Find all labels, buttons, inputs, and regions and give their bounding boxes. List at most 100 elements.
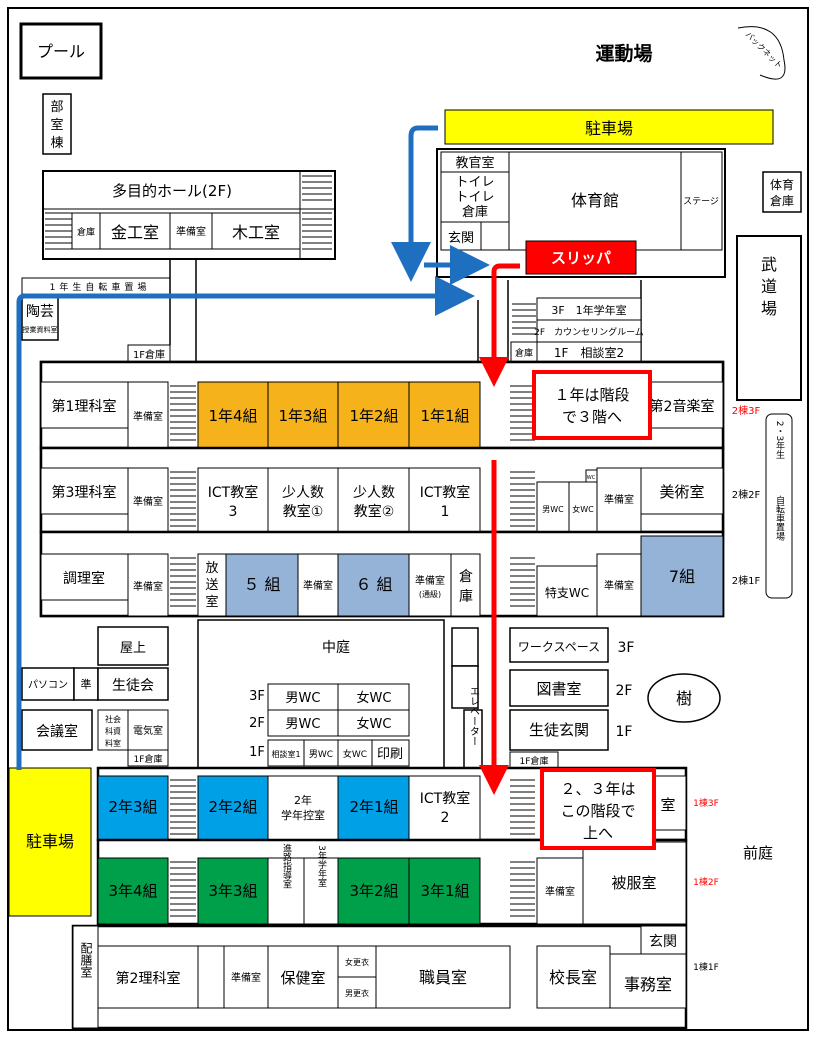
svg-text:室: 室 (660, 796, 675, 814)
svg-text:男WC: 男WC (286, 717, 321, 732)
svg-text:トイレ: トイレ (455, 190, 494, 205)
svg-text:ステージ: ステージ (683, 196, 719, 207)
svg-text:WC: WC (587, 475, 596, 481)
svg-text:女WC: 女WC (572, 504, 594, 514)
class-1-4 (197, 381, 269, 449)
svg-text:1F: 1F (249, 745, 265, 760)
svg-text:準備室: 準備室 (545, 885, 575, 898)
parking-top: 駐車場 (444, 109, 774, 145)
svg-text:準備室: 準備室 (604, 579, 634, 592)
svg-text:体育館: 体育館 (571, 191, 619, 210)
svg-text:1: 1 (441, 504, 450, 520)
svg-text:第2音楽室: 第2音楽室 (650, 398, 715, 415)
library-column: ワークスペース 3F 図書室 2F 生徒玄関 1F 1F倉庫 (509, 627, 635, 769)
parking-left: 駐車場 (8, 767, 92, 917)
svg-text:2年: 2年 (294, 793, 312, 807)
route-arrow-red-top (479, 263, 520, 387)
gym-complex: 教官室 トイレ トイレ 倉庫 玄関 体育館 ステージ (436, 148, 726, 278)
class-7 (640, 535, 724, 617)
svg-text:倉庫: 倉庫 (515, 347, 533, 359)
svg-text:倉庫: 倉庫 (462, 205, 488, 220)
svg-text:被服室: 被服室 (611, 874, 656, 892)
front-yard-label: 前庭 (743, 844, 773, 862)
svg-text:3F: 3F (618, 640, 635, 656)
svg-text:2・3年生: 2・3年生 (774, 421, 785, 459)
svg-text:２、３年は: ２、３年は (560, 780, 635, 798)
svg-text:3年3組: 3年3組 (208, 882, 257, 900)
b2-2f: 第3理科室 準備室 ICT教室 3 少人数 教室① 少人数 教室② ICT教室 … (39, 446, 725, 534)
grade1-room-stack: 3F 1年学年室 2F カウンセリングルーム 倉庫 1F 相談室2 (510, 297, 644, 363)
svg-text:準: 準 (81, 677, 92, 691)
svg-text:体育: 体育 (770, 177, 794, 192)
class-3-3 (197, 857, 269, 925)
svg-text:3年1組: 3年1組 (420, 882, 469, 900)
svg-text:3年学年室: 3年学年室 (316, 845, 327, 887)
class-1-1 (408, 381, 481, 449)
svg-text:電気室: 電気室 (133, 724, 163, 737)
svg-text:学年控室: 学年控室 (281, 808, 325, 822)
map-border (7, 7, 809, 1031)
svg-text:武: 武 (761, 255, 777, 274)
svg-text:進路指導室: 進路指導室 (281, 842, 292, 888)
student-council-block: パソコン 準 生徒会 (21, 667, 169, 701)
svg-text:男WC: 男WC (286, 691, 321, 706)
svg-text:エレベーター: エレベーター (468, 686, 480, 746)
svg-text:駐車場: 駐車場 (26, 832, 74, 851)
dojo: 武 道 場 (736, 235, 802, 401)
svg-text:2F: 2F (616, 683, 633, 699)
svg-text:６ 組: ６ 組 (355, 575, 392, 594)
svg-text:ICT教室: ICT教室 (208, 484, 258, 501)
svg-text:倉: 倉 (459, 569, 473, 585)
svg-text:調理室: 調理室 (63, 570, 105, 587)
svg-text:会議室: 会議室 (36, 723, 78, 740)
svg-text:女更衣: 女更衣 (345, 957, 369, 967)
svg-text:少人数: 少人数 (282, 485, 324, 501)
svg-text:駐車場: 駐車場 (585, 119, 633, 138)
svg-text:教室②: 教室② (354, 503, 395, 520)
courtyard: 中庭 3F 男WC 女WC 2F 男WC 女WC 1F 相談室1 男WC 女WC… (197, 619, 445, 771)
svg-text:3年4組: 3年4組 (108, 882, 157, 900)
slipper-area: スリッパ (525, 240, 637, 275)
svg-text:男WC: 男WC (309, 749, 333, 760)
svg-text:倉庫: 倉庫 (770, 193, 794, 208)
svg-text:室: 室 (50, 117, 63, 133)
svg-text:バックネット: バックネット (744, 30, 784, 70)
svg-text:校長室: 校長室 (549, 968, 597, 987)
class-6 (337, 553, 410, 617)
gym-storage: 体育 倉庫 (762, 171, 802, 213)
svg-text:3F 1年学年室: 3F 1年学年室 (551, 303, 626, 317)
svg-text:1F倉庫: 1F倉庫 (134, 753, 163, 765)
svg-text:庫: 庫 (459, 588, 473, 605)
svg-text:ICT教室: ICT教室 (420, 484, 470, 501)
svg-text:1F倉庫: 1F倉庫 (133, 348, 165, 361)
svg-text:この階段で: この階段で (560, 802, 635, 820)
svg-text:2: 2 (441, 810, 450, 826)
svg-text:女WC: 女WC (357, 716, 392, 732)
svg-text:多目的ホール(2F): 多目的ホール(2F) (112, 182, 232, 200)
svg-text:配膳室: 配膳室 (79, 942, 93, 978)
b1-1f: 配膳室 第2理科室 準備室 保健室 女更衣 男更衣 職員室 校長室 玄関 事務室 (71, 924, 688, 1030)
svg-text:棟: 棟 (50, 136, 63, 151)
pool: プール (19, 22, 103, 80)
b2-2f-label: 2棟2F (732, 488, 761, 501)
class-3-1 (408, 857, 481, 925)
svg-text:相談室1: 相談室1 (271, 749, 300, 759)
svg-text:美術室: 美術室 (659, 483, 704, 501)
svg-text:事務室: 事務室 (624, 975, 672, 994)
svg-text:1F: 1F (616, 724, 633, 740)
svg-text:自転車置場: 自転車置場 (774, 494, 785, 541)
svg-text:玄関: 玄関 (649, 933, 677, 950)
bike-lot-1st-year: 1年生自転車置場 (21, 277, 171, 295)
club-building: 部 室 棟 (42, 93, 72, 155)
svg-text:1年2組: 1年2組 (349, 407, 398, 425)
svg-text:準備室: 準備室 (231, 971, 261, 984)
svg-text:放: 放 (205, 561, 218, 576)
svg-text:準備室: 準備室 (415, 574, 445, 587)
route-arrow-blue-left-path (16, 276, 475, 770)
svg-text:1年1組: 1年1組 (420, 407, 469, 425)
backnet: バックネット (737, 26, 786, 80)
svg-text:樹: 樹 (676, 689, 692, 708)
svg-text:準備室: 準備室 (133, 495, 163, 508)
svg-text:1F倉庫: 1F倉庫 (520, 755, 549, 767)
